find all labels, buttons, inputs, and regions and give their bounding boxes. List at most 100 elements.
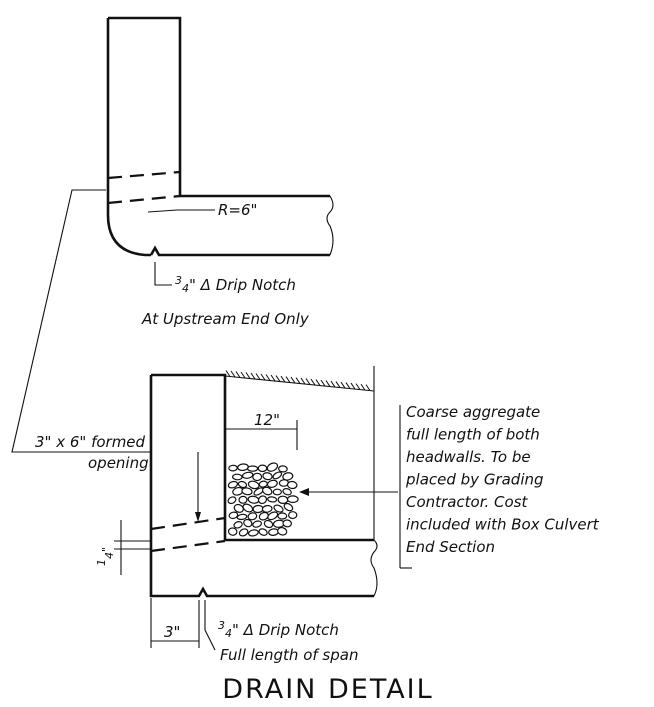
lower-notch-leader: 34" Δ Drip Notch Full length of span xyxy=(204,600,358,664)
aggregate-stone xyxy=(273,504,284,513)
aggregate-stone xyxy=(272,471,283,480)
hatch-tick xyxy=(250,372,256,380)
aggregate-stone xyxy=(232,473,243,481)
radius-leader: R=6" xyxy=(147,201,257,219)
hatch-tick xyxy=(335,381,341,388)
upper-opening-dashes xyxy=(107,170,181,205)
dimension-12in-label: 12" xyxy=(254,411,280,429)
hatch-tick xyxy=(330,380,336,388)
aggregate-stone xyxy=(267,511,279,521)
upper-wall-section xyxy=(106,16,334,257)
hatch-tick xyxy=(245,372,251,379)
aggregate-stone xyxy=(237,463,249,472)
upper-notch-label: 34" Δ Drip Notch xyxy=(175,274,296,295)
aggregate-stone xyxy=(286,480,298,490)
hatch-tick xyxy=(260,373,266,381)
aggregate-stone xyxy=(277,526,288,536)
span-note: Full length of span xyxy=(220,646,358,664)
aggregate-stone xyxy=(257,464,268,473)
hatch-tick xyxy=(225,370,231,377)
hatch-tick xyxy=(365,384,371,391)
coarse-aggregate xyxy=(227,462,299,537)
hatch-tick xyxy=(275,375,281,382)
hatch-tick xyxy=(235,371,241,378)
aggregate-stone xyxy=(236,513,248,521)
aggregate-stone xyxy=(243,518,253,528)
aggregate-stone xyxy=(228,464,238,472)
lower-wall-section xyxy=(149,366,378,598)
hatch-tick xyxy=(355,383,361,390)
aggregate-stone xyxy=(282,488,292,496)
upstream-note: At Upstream End Only xyxy=(141,310,310,328)
aggregate-note-line: headwalls. To be xyxy=(406,448,531,466)
aggregate-stone xyxy=(228,511,239,520)
aggregate-stone xyxy=(278,465,288,473)
aggregate-stone xyxy=(261,486,273,496)
aggregate-stone xyxy=(241,471,254,479)
hatch-tick xyxy=(230,370,236,378)
aggregate-stone xyxy=(261,504,273,513)
aggregate-stone xyxy=(263,519,274,529)
aggregate-stone xyxy=(258,528,268,536)
hatch-tick xyxy=(310,378,316,386)
aggregate-stone xyxy=(252,472,263,482)
dimension-quarter-in: 14" xyxy=(95,520,151,575)
ground-hatch xyxy=(225,370,371,391)
aggregate-stone xyxy=(252,504,264,514)
aggregate-note-line: placed by Grading xyxy=(405,471,544,489)
aggregate-stone xyxy=(238,528,249,537)
aggregate-stone xyxy=(288,511,298,520)
aggregate-note-line: End Section xyxy=(406,538,495,556)
aggregate-note-line: Contractor. Cost xyxy=(406,493,528,511)
aggregate-stone xyxy=(262,472,273,481)
aggregate-stone xyxy=(241,487,253,496)
aggregate-stone xyxy=(247,480,260,490)
aggregate-stone xyxy=(258,511,269,521)
aggregate-stone xyxy=(227,496,237,505)
hatch-tick xyxy=(295,377,301,384)
aggregate-stone xyxy=(268,528,279,536)
aggregate-stone xyxy=(266,479,278,488)
opening-label-line1: 3" x 6" formed xyxy=(35,433,146,451)
aggregate-stone xyxy=(283,502,294,512)
aggregate-stone xyxy=(237,480,248,489)
aggregate-note-line: included with Box Culvert xyxy=(406,516,600,534)
lower-notch-label: 34" Δ Drip Notch xyxy=(218,619,339,640)
dimension-3in: 3" xyxy=(150,598,200,648)
upper-notch-leader: 34" Δ Drip Notch xyxy=(154,262,296,295)
aggregate-stone xyxy=(282,472,294,481)
hatch-tick xyxy=(305,378,311,385)
lower-opening-dashes xyxy=(150,516,226,553)
aggregate-stone xyxy=(272,488,282,496)
aggregate-stone xyxy=(277,512,288,520)
aggregate-note-line: Coarse aggregate xyxy=(406,403,540,421)
aggregate-stone xyxy=(233,503,244,513)
aggregate-stone xyxy=(247,529,259,537)
aggregate-note-text: Coarse aggregate full length of both headw… xyxy=(405,403,600,556)
aggregate-stone xyxy=(247,512,258,521)
hatch-tick xyxy=(300,377,306,385)
dimension-3in-label: 3" xyxy=(164,623,180,641)
aggregate-stone xyxy=(242,503,254,513)
radius-label: R=6" xyxy=(218,201,257,219)
hatch-tick xyxy=(360,383,366,391)
dimension-quarter-label: 14" xyxy=(95,547,116,566)
aggregate-stone xyxy=(233,521,243,529)
hatch-tick xyxy=(350,382,356,390)
opening-label-line2: opening xyxy=(88,454,149,472)
hatch-tick xyxy=(265,374,271,381)
dimension-12in: 12" xyxy=(225,411,298,450)
aggregate-stone xyxy=(258,480,268,488)
aggregate-stone xyxy=(247,465,259,472)
aggregate-note-line: full length of both xyxy=(406,426,540,444)
hatch-tick xyxy=(320,379,326,387)
hatch-tick xyxy=(270,374,276,382)
aggregate-stone xyxy=(286,495,299,504)
aggregate-stone xyxy=(277,495,289,505)
hatch-tick xyxy=(345,382,351,389)
hatch-tick xyxy=(285,376,291,383)
opening-leader: 3" x 6" formed opening xyxy=(11,189,201,522)
aggregate-stone xyxy=(266,462,279,472)
aggregate-stone xyxy=(238,495,248,504)
